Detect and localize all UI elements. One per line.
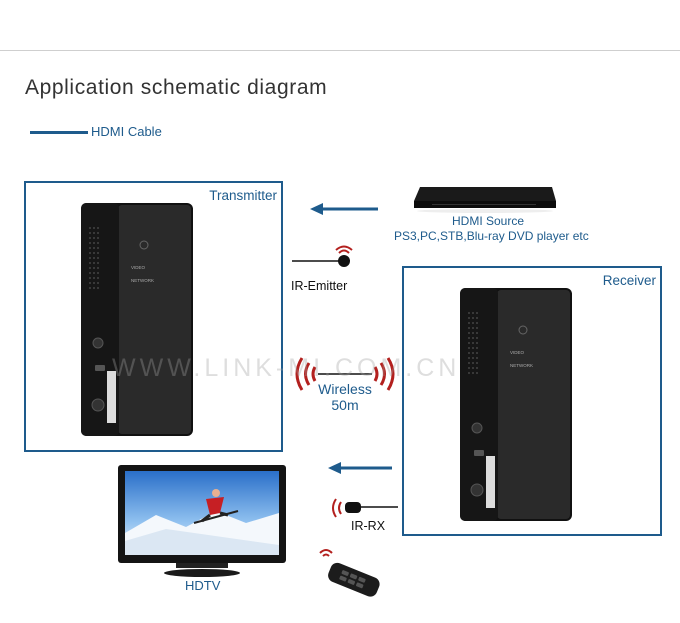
ir-emitter-label: IR-Emitter <box>291 279 348 293</box>
hdtv-label: HDTV <box>185 578 221 593</box>
wireless-signal-icon <box>295 357 395 391</box>
hdmi-source-player <box>414 187 556 213</box>
hdmi-source-description: PS3,PC,STB,Blu-ray DVD player etc <box>394 229 589 243</box>
hdmi-arrow-source-to-transmitter <box>310 203 378 215</box>
transmitter-network-label: NETWORK <box>131 278 154 283</box>
ir-emitter-icon <box>292 245 353 267</box>
receiver-device: VIDEO NETWORK <box>460 288 572 521</box>
receiver-box: Receiver VIDEO NETWORK <box>402 266 662 536</box>
ir-rx-icon <box>332 498 398 518</box>
top-divider <box>0 50 680 51</box>
watermark-text: WWW.LINK-MI.COM.CN <box>112 354 461 382</box>
transmitter-device: VIDEO NETWORK <box>81 203 193 436</box>
page-title: Application schematic diagram <box>25 76 328 99</box>
hdmi-source-name: HDMI Source <box>452 214 525 228</box>
transmitter-box: Transmitter VIDEO NETWORK <box>24 181 283 452</box>
receiver-network-label: NETWORK <box>510 363 533 368</box>
hdmi-cable-legend-label: HDMI Cable <box>91 124 162 139</box>
receiver-video-label: VIDEO <box>510 350 525 355</box>
wireless-range: 50m <box>331 397 359 413</box>
wireless-label: Wireless <box>318 381 372 397</box>
transmitter-video-label: VIDEO <box>131 265 146 270</box>
transmitter-label: Transmitter <box>209 188 277 203</box>
remote-control-icon <box>319 549 380 597</box>
hdtv-icon <box>118 465 286 577</box>
receiver-label: Receiver <box>602 273 656 288</box>
ir-rx-label: IR-RX <box>351 519 386 533</box>
hdmi-arrow-receiver-to-hdtv <box>328 462 392 474</box>
hdmi-cable-legend-line <box>30 131 88 134</box>
